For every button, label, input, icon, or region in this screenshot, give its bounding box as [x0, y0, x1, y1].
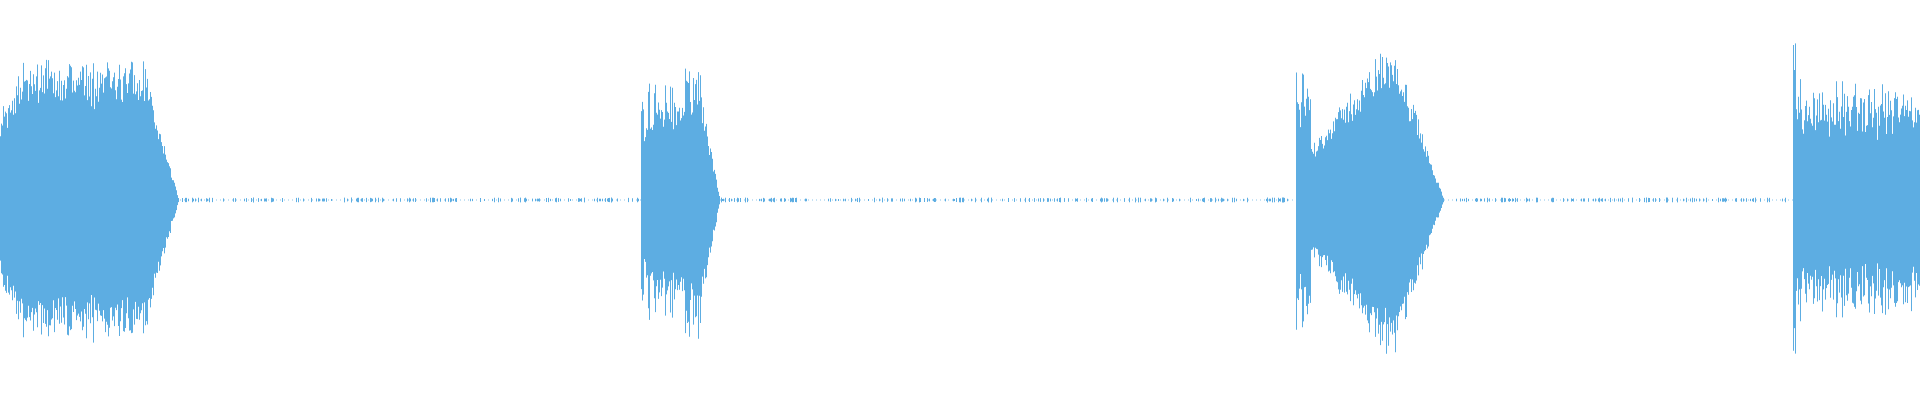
waveform-signal — [0, 43, 1920, 354]
